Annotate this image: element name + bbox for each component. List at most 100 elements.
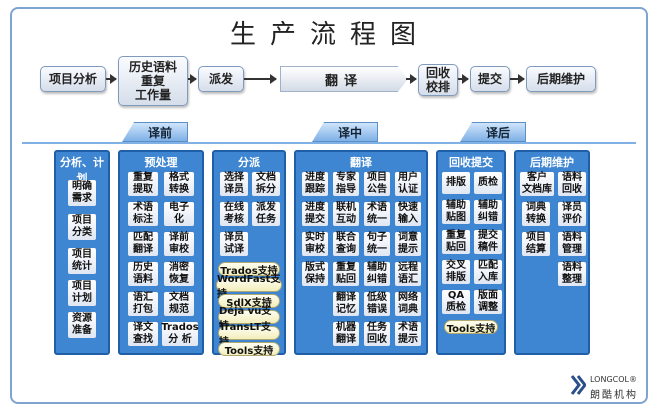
cell: 文档 拆分	[252, 172, 280, 196]
cell: 语料 整理	[558, 262, 586, 286]
cell: 词典 转换	[522, 202, 550, 226]
tool-pill: Tools支持	[444, 320, 498, 335]
column-title: 预处理	[144, 156, 178, 169]
cell: 联合 查询	[333, 232, 359, 256]
tool-pill: Trados支持	[218, 262, 280, 277]
flow-dispatch: 派发	[198, 66, 244, 92]
cell: 质检	[474, 172, 502, 194]
cell: 网络 词典	[395, 292, 421, 316]
cell: 选择 译员	[220, 172, 248, 196]
tab-in-translation: 译中	[312, 122, 378, 142]
column-title: 分派	[238, 156, 260, 169]
column-title: 后期维护	[530, 156, 574, 169]
column-analysis: 分析、计划 明确 需求 项目 分类 项目 统计 项目 计划 资源 准备	[54, 150, 110, 355]
cell: 文档 规范	[164, 292, 194, 316]
cell: 辅助 纠错	[474, 200, 502, 224]
flow-analysis: 项目分析	[40, 66, 106, 92]
flow-arrow	[510, 74, 525, 84]
column-dispatch: 分派 选择 译员 文档 拆分 在线 考核 派发 任务 译员 试译 Trados支…	[212, 150, 286, 357]
cell: 项目 分类	[68, 214, 96, 240]
cell: 明确 需求	[68, 180, 96, 206]
cell: 进度 提交	[302, 202, 328, 226]
flow-maintain: 后期维护	[526, 66, 596, 92]
diagram-title: 生产流程图	[229, 20, 430, 50]
tool-pill: SdlX支持	[218, 294, 280, 309]
logo-english: LONGCOL®	[590, 375, 637, 384]
cell: 翻译 记忆	[333, 292, 359, 316]
column-title: 翻译	[350, 156, 372, 169]
cell: 项目 公告	[364, 172, 390, 196]
cell: 句子 统一	[364, 232, 390, 256]
cell: 语料 管理	[558, 232, 586, 256]
cell: 项目 结算	[522, 232, 550, 256]
flow-arrow	[106, 74, 117, 84]
cell: 语汇 打包	[128, 292, 158, 316]
flow-arrow	[244, 74, 277, 84]
cell: 格式 转换	[164, 172, 194, 196]
tab-underline	[22, 142, 636, 144]
cell: 客户 文档库	[520, 172, 554, 196]
cell: 联机 互动	[333, 202, 359, 226]
cell: QA 质检	[442, 290, 470, 314]
flow-arrow	[406, 74, 417, 84]
tab-pre-translation: 译前	[122, 122, 188, 142]
cell: 资源 准备	[68, 312, 96, 338]
cell: 语料 回收	[558, 172, 586, 196]
cell: 历史 语料	[128, 262, 158, 286]
cell: 排版	[442, 172, 470, 194]
flow-corpus: 历史语料 重复 工作量	[118, 56, 188, 106]
cell: 电子 化	[164, 202, 194, 226]
tool-pill: TransLT支持	[218, 322, 280, 348]
cell: 提交 稿件	[474, 230, 502, 254]
flow-translate: 翻译	[280, 66, 408, 92]
cell: 在线 考核	[220, 202, 248, 226]
cell: 匹配 入库	[474, 260, 502, 284]
company-logo: LONGCOL® 朗酷机构	[570, 372, 650, 401]
cell: 匹配 翻译	[128, 232, 158, 256]
column-maintain: 后期维护 客户 文档库 语料 回收 词典 转换 译员 评价 项目 结算 语料 管…	[514, 150, 590, 355]
cell: 低级 错误	[364, 292, 390, 316]
column-title: 分析、计划	[60, 156, 104, 185]
cell: 消密 恢复	[164, 262, 194, 286]
cell: 辅助 贴图	[442, 200, 470, 224]
cell: 快速 输入	[395, 202, 421, 226]
cell: 派发 任务	[252, 202, 280, 226]
cell: 译员 评价	[558, 202, 586, 226]
cell: 版式 保持	[302, 262, 328, 286]
flow-arrow	[458, 74, 469, 84]
column-preprocess: 预处理 重复 提取 格式 转换 术语 标注 电子 化 匹配 翻译 译前 审校 历…	[118, 150, 204, 355]
cell: 交叉 排版	[442, 260, 470, 284]
cell: 项目 计划	[68, 280, 96, 306]
flow-submit: 提交	[470, 66, 510, 92]
cell: 进度 跟踪	[302, 172, 328, 196]
cell: 重复 贴回	[333, 262, 359, 286]
cell: 重复 贴回	[442, 230, 470, 254]
cell: 译前 审校	[164, 232, 194, 256]
column-title: 回收提交	[449, 156, 493, 169]
logo-mark-icon	[570, 375, 586, 395]
cell: Trados 分 析	[161, 322, 199, 346]
tool-pill: Tools支持	[218, 342, 280, 357]
cell: 实时 审校	[302, 232, 328, 256]
cell: 词意 提示	[395, 232, 421, 256]
tool-pill: WordFast支持	[216, 274, 282, 300]
cell: 专家 指导	[333, 172, 359, 196]
cell: 辅助 纠错	[364, 262, 390, 286]
column-review: 回收提交 排版 质检 辅助 贴图 辅助 纠错 重复 贴回 提交 稿件 交叉 排版…	[436, 150, 506, 355]
cell: 术语 统一	[364, 202, 390, 226]
cell: 译文 查找	[128, 322, 158, 346]
cell: 用户 认证	[395, 172, 421, 196]
cell: 项目 统计	[68, 248, 96, 274]
flow-review: 回收 校排	[418, 64, 458, 96]
cell: 重复 提取	[128, 172, 158, 196]
flow-arrow	[188, 74, 197, 84]
cell: 版面 调整	[474, 290, 502, 314]
cell: 远程 语汇	[395, 262, 421, 286]
cell: 术语 标注	[128, 202, 158, 226]
column-translate: 翻译 进度 跟踪 专家 指导 项目 公告 用户 认证 进度 提交 联机 互动 术…	[294, 150, 428, 355]
cell: 任务 回收	[364, 322, 390, 346]
cell: 机器 翻译	[333, 322, 359, 346]
cell: 译员 试译	[220, 232, 248, 256]
cell: 术语 提示	[395, 322, 421, 346]
logo-chinese: 朗酷机构	[590, 390, 638, 401]
